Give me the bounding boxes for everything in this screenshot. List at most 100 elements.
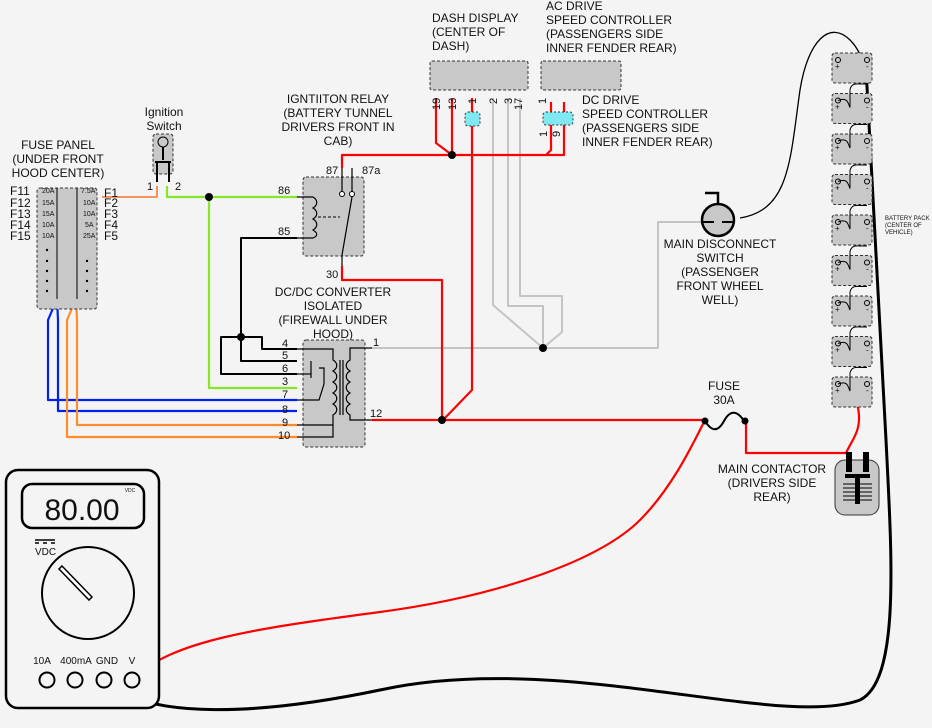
wire-relay87-to-dash[interactable] — [340, 153, 452, 168]
wire-dc-drive-9[interactable] — [546, 102, 566, 157]
multimeter-dial[interactable] — [41, 546, 135, 640]
ignition-switch[interactable]: Ignition Switch 1 2 — [145, 105, 184, 193]
relay-coil-icon — [297, 196, 318, 239]
battery-module[interactable]: +- — [831, 245, 873, 286]
wire-dcdc6[interactable] — [220, 336, 297, 375]
dcdc-title-4: HOOD) — [313, 327, 353, 341]
battery-module[interactable]: +- — [831, 123, 873, 165]
battery-module[interactable]: +- — [831, 285, 873, 327]
ac-title-4: INNER FENDER REAR) — [546, 41, 677, 55]
wire-relay30[interactable] — [340, 266, 444, 420]
battery-module[interactable]: +- — [831, 83, 873, 124]
wire-dcdc4[interactable] — [241, 336, 297, 350]
jack-400ma[interactable] — [66, 671, 84, 689]
wire-fuse-blue-8[interactable] — [55, 298, 297, 413]
wire-battery-to-meter-gnd[interactable] — [104, 67, 893, 712]
battery-jumper — [837, 245, 868, 270]
wire-dash19[interactable] — [434, 98, 453, 156]
terminal-positive-icon — [835, 381, 841, 387]
terminal-negative-icon — [864, 340, 870, 347]
battery-case — [831, 255, 873, 286]
wire-dash-pin17[interactable] — [519, 98, 563, 349]
fuse-row[interactable]: F12 15A — [10, 196, 55, 210]
terminal-negative-icon — [864, 300, 870, 306]
wire-dcdc5[interactable] — [240, 337, 297, 362]
wire-fuse-blue-7[interactable] — [46, 298, 297, 402]
terminal-positive-icon — [835, 97, 841, 104]
terminal-negative-icon — [864, 178, 870, 185]
wire-ign2[interactable] — [165, 186, 297, 199]
dial-pointer-icon — [57, 564, 94, 602]
wire-fuse-orange-9[interactable] — [65, 298, 297, 439]
battery-module[interactable]: +- — [831, 326, 873, 367]
jack-label-10a: 10A — [33, 656, 51, 667]
terminal-plus-label: + — [835, 224, 840, 233]
terminal-negative-icon — [864, 97, 870, 104]
dc-drive-controller[interactable]: 1 9 DC DRIVE SPEED CONTROLLER (PASSENGER… — [538, 93, 713, 149]
jack-v[interactable] — [123, 671, 141, 689]
dash-pin-17: 17 — [513, 98, 525, 110]
terminal-positive-icon — [835, 300, 841, 306]
main-contactor[interactable]: MAIN CONTACTOR (DRIVERS SIDE REAR) — [718, 452, 880, 516]
battery-case — [831, 214, 873, 246]
fuse-id: F12 — [10, 196, 31, 210]
dc-symbol-icon — [35, 539, 55, 544]
fuse-row[interactable]: F13 15A — [10, 207, 55, 221]
splice-dot — [205, 193, 213, 201]
dcdc-pin-4: 4 — [282, 338, 288, 350]
dash-display[interactable]: DASH DISPLAY (CENTER OF DASH) 19 13 1 2 … — [429, 11, 529, 127]
wire-fuse-to-contactor[interactable] — [744, 424, 846, 455]
fuse-row[interactable]: F15 10A — [10, 229, 55, 243]
terminal-negative-icon — [864, 57, 870, 63]
battery-case — [831, 174, 873, 205]
jack-10a[interactable] — [38, 671, 56, 689]
wire-relay85[interactable] — [240, 237, 297, 337]
dash-title-1: DASH DISPLAY — [432, 11, 518, 25]
wire-dash-pin2[interactable] — [492, 98, 544, 349]
wire-dcdc-pin1[interactable] — [372, 221, 705, 349]
wire-dash1[interactable] — [442, 98, 474, 421]
fuse-rating: 5A — [85, 222, 94, 229]
wire-disconnect-to-battery[interactable] — [739, 31, 865, 219]
fuse-id: F15 — [10, 229, 31, 243]
fuse-row[interactable]: 10A F3 — [83, 207, 118, 221]
dc-title-4: INNER FENDER REAR) — [582, 135, 713, 149]
dc-title-2: SPEED CONTROLLER — [582, 107, 708, 121]
fuse-30a[interactable]: FUSE 30A — [701, 379, 749, 431]
battery-module[interactable]: +- — [831, 164, 873, 205]
ac-drive-controller[interactable]: AC DRIVE SPEED CONTROLLER (PASSENGERS SI… — [537, 0, 677, 104]
wire-f1-to-ign1[interactable] — [102, 186, 158, 198]
terminal-positive-icon — [835, 219, 841, 225]
relay-pin-86: 86 — [278, 185, 290, 197]
fuse-row[interactable]: F14 10A — [10, 218, 55, 232]
fuse-title-1: FUSE — [708, 379, 740, 393]
dcdc-title-2: ISOLATED — [304, 299, 363, 313]
dcdc-pin-10: 10 — [278, 430, 290, 442]
battery-pack[interactable]: +-+-+-+-+-+-+-+-+- — [831, 52, 873, 408]
main-disconnect-switch[interactable]: MAIN DISCONNECT SWITCH (PASSENGER FRONT … — [664, 191, 777, 307]
relay-title-4: CAB) — [324, 134, 353, 148]
dash-display-box — [429, 60, 529, 91]
relay-title-1: IGNTIITON RELAY — [287, 92, 389, 106]
wire-splice-to-dc-drive[interactable] — [452, 102, 553, 157]
dash-pin-19: 19 — [431, 98, 443, 110]
fuse-row[interactable]: 5A F4 — [85, 218, 118, 232]
fuse-rating: 10A — [83, 200, 96, 207]
ignition-relay[interactable]: IGNTIITON RELAY (BATTERY TUNNEL DRIVERS … — [278, 92, 395, 281]
dcdc-converter[interactable]: DC/DC CONVERTER ISOLATED (FIREWALL UNDER… — [275, 285, 392, 448]
wire-ign-to-dcdc3[interactable] — [207, 197, 297, 390]
battery-module[interactable]: +- — [831, 52, 873, 84]
battery-module[interactable]: +- — [831, 366, 873, 408]
fuse-row[interactable]: 10A F2 — [83, 196, 118, 210]
wire-dash-pin3[interactable] — [507, 98, 544, 348]
wire-meter-probe-red[interactable] — [131, 423, 704, 681]
fuse-row[interactable]: 7.5A F1 — [81, 186, 118, 200]
fuse-row[interactable]: 25A F5 — [83, 229, 118, 243]
fuse-row[interactable]: F11 20A — [10, 184, 55, 198]
fuse-panel[interactable]: FUSE PANEL (UNDER FRONT HOOD CENTER) F11… — [10, 138, 118, 310]
battery-module[interactable]: +- — [831, 204, 873, 246]
terminal-positive-icon — [835, 138, 841, 144]
multimeter[interactable]: 80.00 VDC VDC 10A 400mA GND V — [4, 468, 161, 710]
jack-gnd[interactable] — [95, 671, 113, 689]
battery-jumper — [837, 164, 868, 189]
